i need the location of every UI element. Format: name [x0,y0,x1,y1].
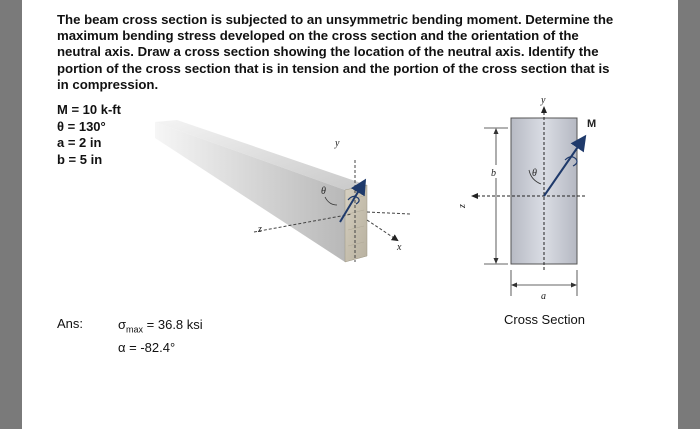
beam-z-axis [253,213,353,233]
beam-theta-label: θ [321,186,326,197]
beam-top-face [155,120,367,190]
beam-side-face [155,122,345,262]
cs-theta-arc [528,169,542,185]
beam-y-label: y [334,138,340,149]
cs-theta-label: θ [532,168,537,179]
cross-section-diagram: y z b a θ M [457,95,596,302]
given-a: a = 2 in [57,135,102,150]
sigma-subscript: max [126,324,144,335]
cs-a-label: a [541,291,546,302]
cs-moment-vector [543,134,587,197]
beam-3d-illustration: θ y x z [155,120,411,263]
figure-caption: Cross Section [504,312,585,327]
beam-theta-arc [324,196,338,206]
cs-moment-curl-icon [564,156,578,167]
beam-horizontal-axis [366,211,411,215]
sigma-value: = 36.8 ksi [143,317,203,332]
problem-statement: The beam cross section is subjected to a… [57,12,614,92]
beam-x-axis [366,219,399,242]
given-b: b = 5 in [57,151,103,167]
given-values: M = 10 k-ft θ = 130° a = 2 in b = 5 in [57,102,121,168]
given-moment: M = 10 k-ft [57,102,121,117]
sigma-symbol: σ [118,317,127,332]
answer-sigma: σmax = 36.8 ksi [118,316,203,339]
beam-moment-vector [339,178,367,223]
cs-y-label: y [540,95,546,106]
cs-z-label: z [457,204,468,209]
answer-alpha: α = -82.4° [118,339,176,355]
answer-values: σmax = 36.8 ksi α = -82.4° [118,316,203,356]
given-theta: θ = 130° [57,118,106,134]
answer-label: Ans: [57,316,84,331]
figure-drawing: θ y x z y z b [155,95,596,302]
beam-z-label: z [257,224,262,235]
problem-sheet: The beam cross section is subjected to a… [22,0,678,429]
beam-moment-curl-icon [347,195,360,205]
cs-moment-label: M [587,118,596,130]
cs-b-label: b [491,168,496,179]
beam-x-label: x [396,242,402,253]
